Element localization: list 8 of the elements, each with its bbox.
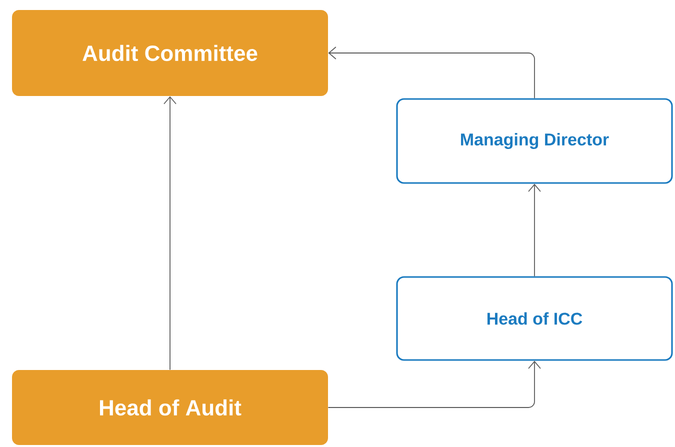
role-box: Head of ICC (396, 276, 673, 361)
arrow (164, 96, 176, 370)
role-box: Audit Committee (12, 10, 328, 96)
arrow (328, 360, 541, 408)
arrow (328, 46, 535, 99)
role-box: Managing Director (396, 98, 673, 184)
arrow (528, 184, 541, 277)
role-box: Head of Audit (12, 370, 328, 445)
